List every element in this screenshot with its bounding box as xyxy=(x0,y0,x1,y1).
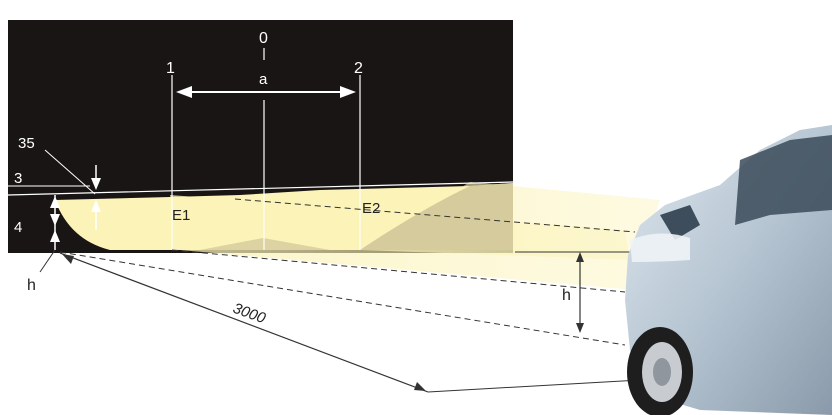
dashed-middle xyxy=(171,249,626,293)
shadow-e1 xyxy=(200,238,330,250)
distance-arrow-start-icon xyxy=(62,254,74,264)
label-distance: 3000 xyxy=(231,300,269,328)
dashed-upper xyxy=(234,198,636,233)
right-h-arrow-up-icon xyxy=(576,252,584,262)
dashed-ground xyxy=(59,251,626,346)
label-1: 1 xyxy=(166,60,175,77)
arrow-left-icon xyxy=(176,86,192,98)
line-3 xyxy=(7,181,514,196)
leader-h-left xyxy=(39,249,56,273)
label-e1: E1 xyxy=(172,207,190,224)
shadow-e2 xyxy=(360,183,513,250)
label-h-right: h xyxy=(562,287,571,304)
arrow-up-icon xyxy=(91,200,101,212)
label-4: 4 xyxy=(14,219,22,236)
label-3: 3 xyxy=(14,170,22,187)
label-35: 35 xyxy=(18,135,35,152)
left-h-arrow-up2-icon xyxy=(50,230,60,242)
distance-line xyxy=(59,252,429,393)
label-h-left: h xyxy=(27,277,36,294)
leader-35 xyxy=(44,149,96,195)
left-h-arrow-down-icon xyxy=(50,214,60,226)
arrow-down-icon xyxy=(91,178,101,190)
left-edge-shadow xyxy=(55,198,95,250)
label-a: a xyxy=(259,71,268,88)
right-h-arrow-down-icon xyxy=(576,323,584,333)
distance-arrow-end-icon xyxy=(414,382,426,391)
arrow-right-icon xyxy=(340,86,356,98)
left-h-arrow-up-icon xyxy=(50,196,60,208)
label-2: 2 xyxy=(354,60,363,77)
label-0: 0 xyxy=(259,30,268,47)
car-front-icon xyxy=(625,125,832,415)
label-e2: E2 xyxy=(362,200,380,217)
distance-extension xyxy=(427,379,641,393)
